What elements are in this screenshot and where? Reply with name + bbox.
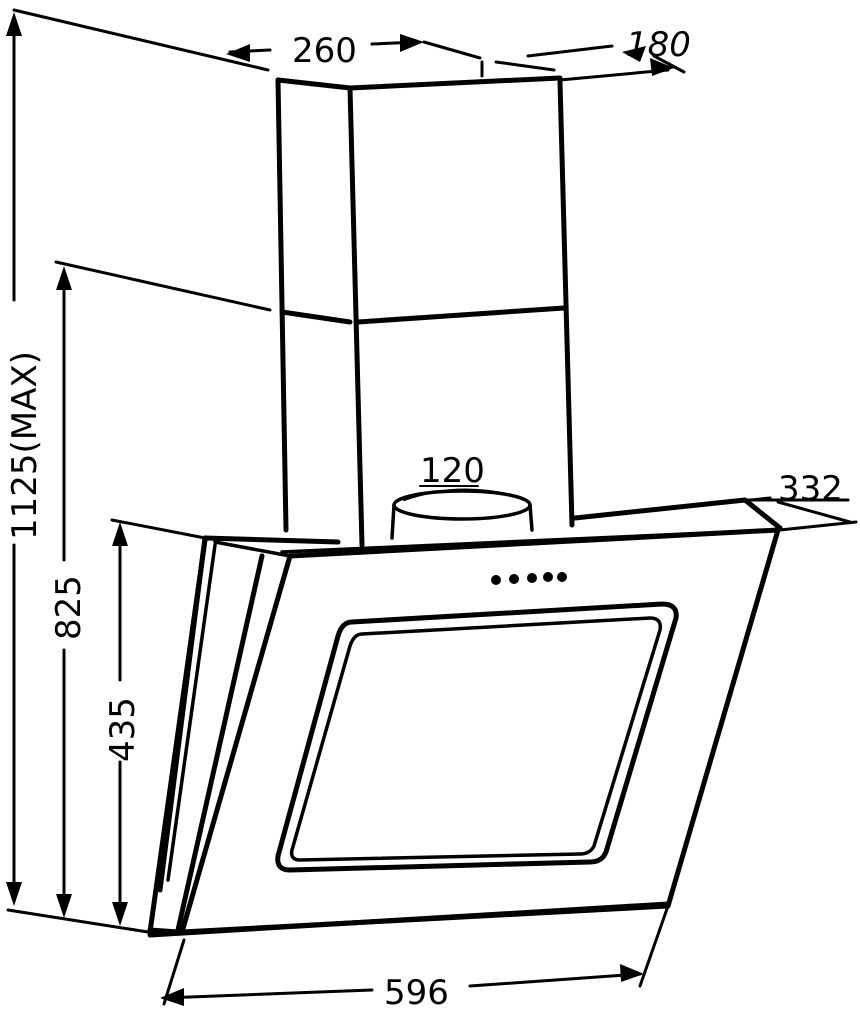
dim-260-arrow-right-icon	[400, 34, 424, 52]
dim-435-label: 435	[103, 697, 143, 762]
hood-bottom-edge	[147, 901, 671, 938]
dim-825-arrow-top-icon	[56, 266, 72, 290]
control-knob-3-icon	[527, 573, 537, 583]
chimney-top-left	[275, 77, 353, 91]
control-knob-4-icon	[543, 572, 553, 582]
dim-chimney-width: 260	[226, 31, 556, 78]
dim-total-height-extension-bottom	[6, 908, 150, 934]
dim-hood-height: 435	[103, 518, 207, 926]
dim-435-arrow-top-icon	[112, 522, 128, 546]
dim-596-line-left	[162, 988, 374, 1000]
control-knob-1-icon	[491, 575, 501, 585]
window-frame-inner	[289, 616, 663, 862]
control-knob-5-icon	[557, 572, 567, 582]
hood-top-inner	[213, 540, 292, 558]
chimney	[275, 75, 575, 548]
dim-260-extension-right	[422, 40, 482, 60]
duct-inner-arc	[403, 488, 523, 501]
dim-chimney-depth: 180	[526, 25, 691, 82]
dim-596-arrow-right-icon	[620, 964, 644, 982]
dim-596-label: 596	[384, 973, 449, 1013]
dim-435-extension-top	[110, 518, 207, 540]
chimney-top-front	[347, 75, 563, 91]
dim-825-extension-top	[54, 260, 272, 312]
dim-120-label: 120	[420, 451, 485, 491]
dim-332-line	[588, 496, 772, 518]
dim-260-arrow-left-icon	[226, 44, 250, 62]
dim-332-extension-bottom	[778, 520, 858, 532]
chimney-right-edge	[557, 79, 575, 528]
dim-total-height-extension-top	[12, 8, 270, 72]
glass-front-panel	[179, 527, 781, 935]
dim-180-extension-left	[526, 44, 614, 58]
chimney-joint-left	[279, 309, 353, 325]
dim-332-line-diag	[776, 500, 852, 524]
chimney-joint-front	[355, 305, 567, 325]
dim-duct-diameter: 120	[419, 451, 485, 491]
window-frame-outer	[275, 601, 679, 873]
dim-596-line-right	[468, 972, 642, 988]
dim-180-arrow-right-icon	[650, 58, 674, 76]
duct-left-side	[390, 503, 396, 540]
dim-180-label: 180	[626, 25, 691, 65]
dim-total-height-label: 1125(MAX)	[5, 351, 45, 540]
dim-hood-width: 596	[160, 904, 670, 1013]
dim-180-line	[558, 68, 670, 82]
dim-596-extension-right	[638, 904, 670, 988]
dim-825-arrow-bottom-icon	[56, 894, 72, 918]
glass-front-top-inner	[280, 528, 777, 554]
dim-332-label: 332	[778, 469, 843, 509]
chimney-left-edge	[275, 77, 289, 533]
duct-right-side	[528, 503, 534, 532]
dim-hood-depth: 332	[588, 469, 858, 532]
dim-435-arrow-bottom-icon	[112, 902, 128, 926]
dim-180-arrow-left-icon	[622, 46, 646, 62]
dim-260-label: 260	[292, 31, 357, 71]
control-knobs	[491, 572, 567, 585]
chimney-front-left-edge	[347, 85, 365, 548]
dim-chimney-top-height: 825	[49, 260, 272, 918]
dim-180-extension-right	[652, 54, 686, 74]
hood-body	[147, 497, 783, 938]
dim-total-height-arrow-bottom-icon	[6, 882, 22, 906]
hood-top-back	[202, 535, 341, 545]
dim-260-extension-mid2	[494, 60, 556, 72]
hood-side-front	[175, 553, 265, 933]
dim-596-arrow-left-icon	[160, 988, 184, 1006]
duct-collar	[390, 488, 534, 540]
hood-side-inner	[166, 543, 217, 882]
dim-596-extension-left	[162, 938, 186, 1006]
dim-825-label: 825	[49, 575, 89, 640]
hood-side-front-outer	[147, 537, 208, 935]
dim-total-height-arrow-top-icon	[6, 12, 22, 36]
control-knob-2-icon	[509, 574, 519, 584]
dim-total-height: 1125(MAX)	[5, 8, 270, 934]
